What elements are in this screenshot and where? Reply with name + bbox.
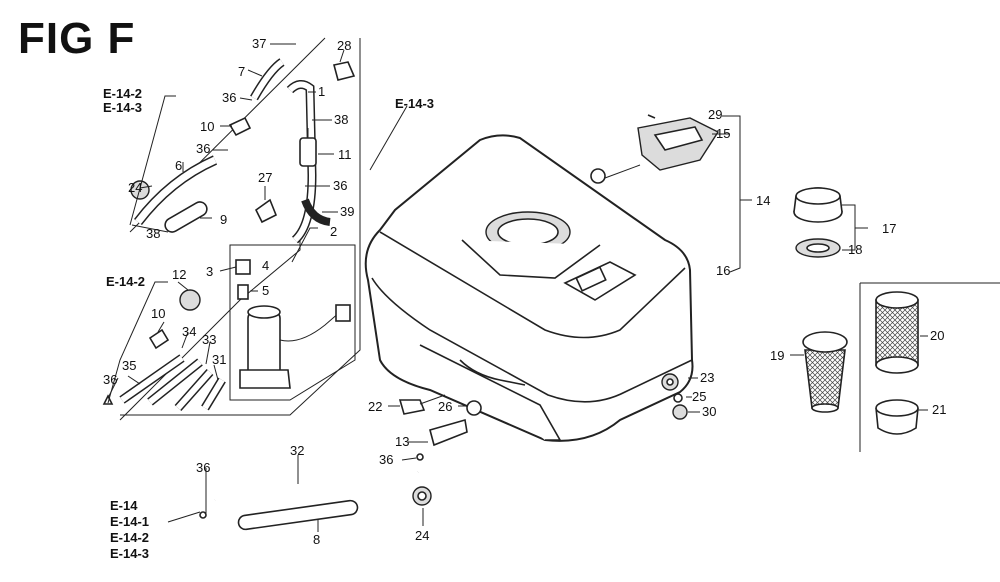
ref-code: E-14 [110,498,138,513]
ref-code: E-14-2 [103,86,142,101]
callout: 8 [313,532,320,547]
callout: 36 [222,90,236,105]
upper-hoses [130,58,356,244]
fuel-strainer-20 [875,291,919,374]
callout: 11 [338,147,352,162]
callout: 38 [334,112,348,127]
strainer-ring-21 [875,399,919,435]
callout: 35 [122,358,136,373]
fuel-filter [299,128,317,176]
callout: 26 [438,399,452,414]
callout: 23 [700,370,714,385]
figure-title: FIG F [18,14,136,63]
callout: 4 [262,258,269,273]
ref-code: E-14-3 [395,96,434,111]
callout: 6 [175,158,182,173]
tank-cap [793,187,843,223]
callout: 28 [337,38,351,53]
callout: 1 [318,84,325,99]
callout: 36 [333,178,347,193]
callout: 3 [206,264,213,279]
fuel-hose-32 [199,470,421,519]
part-callouts: 1 2 3 4 5 6 7 8 9 10 10 11 12 13 14 15 1… [103,36,946,547]
fuel-strainer-19 [802,331,848,413]
callout: 21 [932,402,946,417]
callout: 19 [770,348,784,363]
callout: 17 [882,221,896,236]
leader-lines [107,43,928,532]
callout: 38 [146,226,160,241]
ref-code: E-14-2 [106,274,145,289]
fuel-gauge [590,114,720,184]
callout: 30 [702,404,716,419]
section-refs: E-14-2 E-14-3 E-14-2 E-14-3 E-14 E-14-1 … [103,86,434,561]
callout: 29 [708,107,722,122]
callout: 10 [151,306,165,321]
cap-packing [795,238,841,258]
callout: 24 [415,528,429,543]
callout: 18 [848,242,862,257]
callout: 2 [330,224,337,239]
callout: 25 [692,389,706,404]
callout: 33 [202,332,216,347]
callout: 36 [196,460,210,475]
callout: 27 [258,170,272,185]
ref-code: E-14-2 [110,530,149,545]
callout: 12 [172,267,186,282]
lower-hoses [102,289,226,411]
fuel-hose-8 [237,499,359,531]
callout: 36 [379,452,393,467]
callout: 37 [252,36,266,51]
fuel-tank [364,134,694,442]
ref-code: E-14-3 [110,546,149,561]
callout: 16 [716,263,730,278]
small-hardware [398,373,688,506]
callout: 32 [290,443,304,458]
callout: 34 [182,324,196,339]
ref-code: E-14-3 [103,100,142,115]
fuel-pump [235,259,351,389]
callout: 13 [395,434,409,449]
callout: 24 [128,180,142,195]
callout: 36 [103,372,117,387]
callout: 5 [262,283,269,298]
callout: 9 [220,212,227,227]
callout: 7 [238,64,245,79]
callout: 36 [196,141,210,156]
callout: 15 [716,126,730,141]
callout: 20 [930,328,944,343]
ref-code: E-14-1 [110,514,149,529]
callout: 10 [200,119,214,134]
callout: 31 [212,352,226,367]
callout: 39 [340,204,354,219]
callout: 22 [368,399,382,414]
callout: 14 [756,193,770,208]
